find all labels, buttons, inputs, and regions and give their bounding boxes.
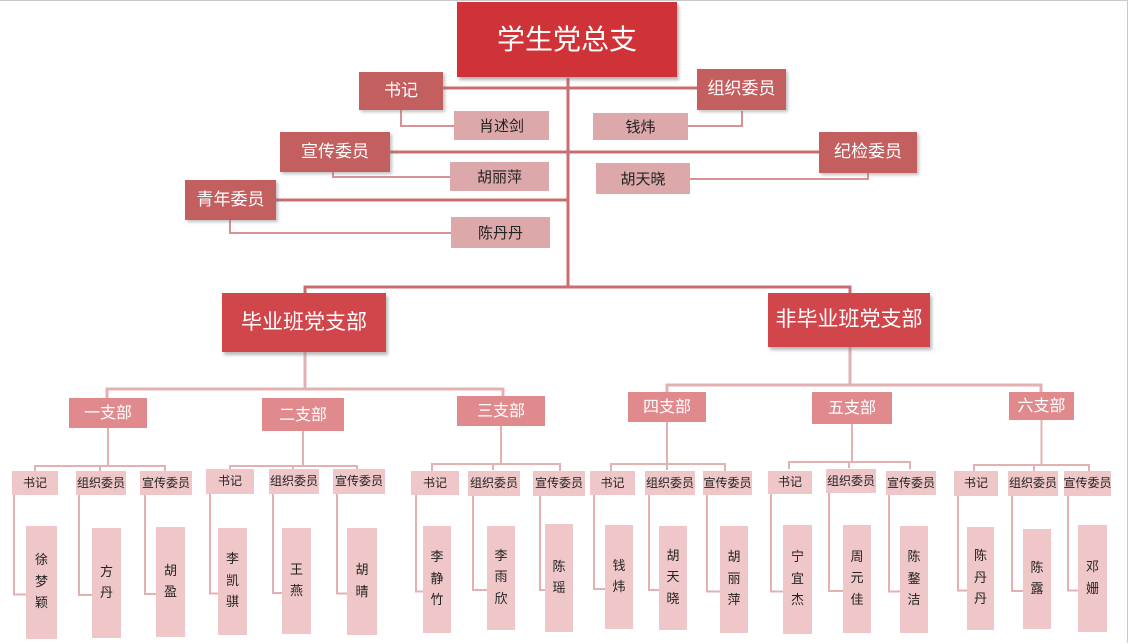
sub-branch-1-propaganda-role: 宣传委员 [140, 471, 192, 495]
youth-name-connector [229, 220, 451, 234]
sub-branch-1-organization-role: 组织委员 [76, 471, 126, 495]
discipline-role-box: 纪检委员 [819, 132, 917, 173]
sub-branch-6-secretary-line [957, 496, 967, 592]
sub-branch-2-box: 二支部 [262, 398, 344, 431]
propaganda-role-box: 宣传委员 [280, 132, 390, 172]
sub-branch-6-connector [973, 420, 1090, 472]
branch-left-connector [105, 352, 505, 398]
sub-branch-2-secretary-line [209, 494, 218, 595]
discipline-name-box: 胡天晓 [596, 163, 690, 194]
sub-branch-3-organization-name: 李雨欣 [487, 526, 515, 630]
sub-branch-2-secretary-name: 李凯骐 [218, 528, 247, 635]
sub-branch-3-organization-role: 组织委员 [468, 471, 520, 496]
organization-name-connector [688, 111, 743, 127]
sub-branch-1-box: 一支部 [69, 398, 147, 428]
secretary-name-box: 肖述剑 [454, 111, 549, 140]
sub-branch-4-propaganda-role: 宣传委员 [703, 471, 752, 495]
sub-branch-1-secretary-name: 徐梦颖 [26, 526, 57, 639]
sub-branch-3-organization-line [472, 496, 487, 591]
secretary-name-connector [400, 110, 454, 127]
sub-branch-2-propaganda-name: 胡晴 [347, 528, 377, 635]
sub-branch-5-box: 五支部 [812, 392, 892, 424]
sub-branch-3-propaganda-name: 陈瑶 [545, 524, 573, 632]
sub-branch-2-organization-line [272, 494, 282, 594]
sub-branch-1-secretary-role: 书记 [12, 471, 58, 495]
organization-role-box: 组织委员 [697, 69, 786, 110]
sub-branch-5-organization-line [828, 493, 843, 592]
sub-branch-2-propaganda-line [336, 494, 347, 595]
propaganda-name-connector [332, 172, 450, 178]
organization-name-box: 钱炜 [593, 113, 688, 140]
sub-branch-6-organization-name: 陈露 [1023, 529, 1051, 629]
sub-branch-3-propaganda-line [539, 496, 545, 591]
sub-branch-5-propaganda-role: 宣传委员 [886, 471, 936, 495]
sub-branch-4-secretary-line [593, 495, 605, 590]
sub-branch-2-propaganda-role: 宣传委员 [333, 469, 385, 494]
sub-branch-4-propaganda-name: 胡丽萍 [720, 526, 748, 633]
branch-connector [303, 285, 852, 293]
sub-branch-5-connector [788, 424, 911, 469]
sub-branch-1-connector [34, 428, 166, 473]
discipline-name-connector [690, 172, 869, 180]
sub-branch-5-organization-name: 周元佳 [843, 525, 871, 633]
branch-right-connector [665, 347, 1043, 392]
sub-branch-5-secretary-name: 宁宜杰 [783, 525, 812, 634]
sub-branch-6-propaganda-name: 邓姗 [1078, 525, 1107, 632]
sub-branch-5-secretary-line [770, 494, 783, 593]
youth-name-box: 陈丹丹 [451, 217, 550, 248]
sub-branch-6-secretary-name: 陈丹丹 [967, 527, 994, 630]
sub-branch-1-propaganda-line [144, 495, 156, 595]
graduating-branch-box: 毕业班党支部 [222, 293, 386, 352]
sub-branch-4-organization-name: 胡天晓 [659, 526, 687, 630]
sub-branch-6-organization-line [1011, 496, 1023, 592]
youth-role-box: 青年委员 [185, 180, 276, 220]
sub-branch-5-propaganda-name: 陈鍪洁 [900, 526, 928, 633]
sub-branch-3-propaganda-role: 宣传委员 [533, 471, 585, 496]
sub-branch-6-box: 六支部 [1009, 392, 1074, 420]
sub-branch-1-organization-name: 方丹 [92, 528, 121, 638]
sub-branch-3-connector [431, 426, 561, 471]
sub-branch-1-secretary-line [13, 495, 26, 596]
sub-branch-2-secretary-role: 书记 [206, 469, 254, 494]
sub-branch-4-secretary-role: 书记 [590, 471, 635, 495]
sub-branch-3-secretary-role: 书记 [411, 471, 459, 495]
sub-branch-1-organization-line [78, 495, 92, 596]
sub-branch-5-propaganda-line [888, 495, 900, 593]
sub-branch-6-secretary-role: 书记 [954, 471, 998, 496]
sub-branch-6-propaganda-line [1067, 496, 1078, 592]
sub-branch-4-box: 四支部 [628, 392, 706, 422]
sub-branch-2-organization-name: 王燕 [282, 528, 311, 634]
sub-branch-1-propaganda-name: 胡盈 [156, 527, 185, 637]
sub-branch-3-secretary-name: 李静竹 [423, 526, 451, 633]
sub-branch-2-organization-role: 组织委员 [269, 469, 319, 494]
sub-branch-5-organization-role: 组织委员 [826, 469, 876, 493]
sub-branch-3-secretary-line [415, 495, 423, 593]
sub-branch-6-propaganda-role: 宣传委员 [1064, 471, 1112, 496]
sub-branch-4-secretary-name: 钱炜 [605, 525, 633, 629]
sub-branch-2-connector [229, 431, 358, 473]
sub-branch-4-organization-role: 组织委员 [645, 471, 695, 495]
sub-branch-6-organization-role: 组织委员 [1008, 471, 1058, 496]
sub-branch-4-propaganda-line [706, 495, 720, 593]
root-title-box: 学生党总支 [457, 2, 677, 77]
sub-branch-3-box: 三支部 [457, 396, 545, 426]
non-graduating-branch-box: 非毕业班党支部 [768, 293, 930, 347]
propaganda-name-box: 胡丽萍 [450, 162, 549, 191]
sub-branch-4-organization-line [648, 495, 659, 591]
sub-branch-5-secretary-role: 书记 [768, 471, 812, 494]
sub-branch-4-connector [610, 422, 726, 471]
secretary-role-box: 书记 [359, 72, 443, 110]
